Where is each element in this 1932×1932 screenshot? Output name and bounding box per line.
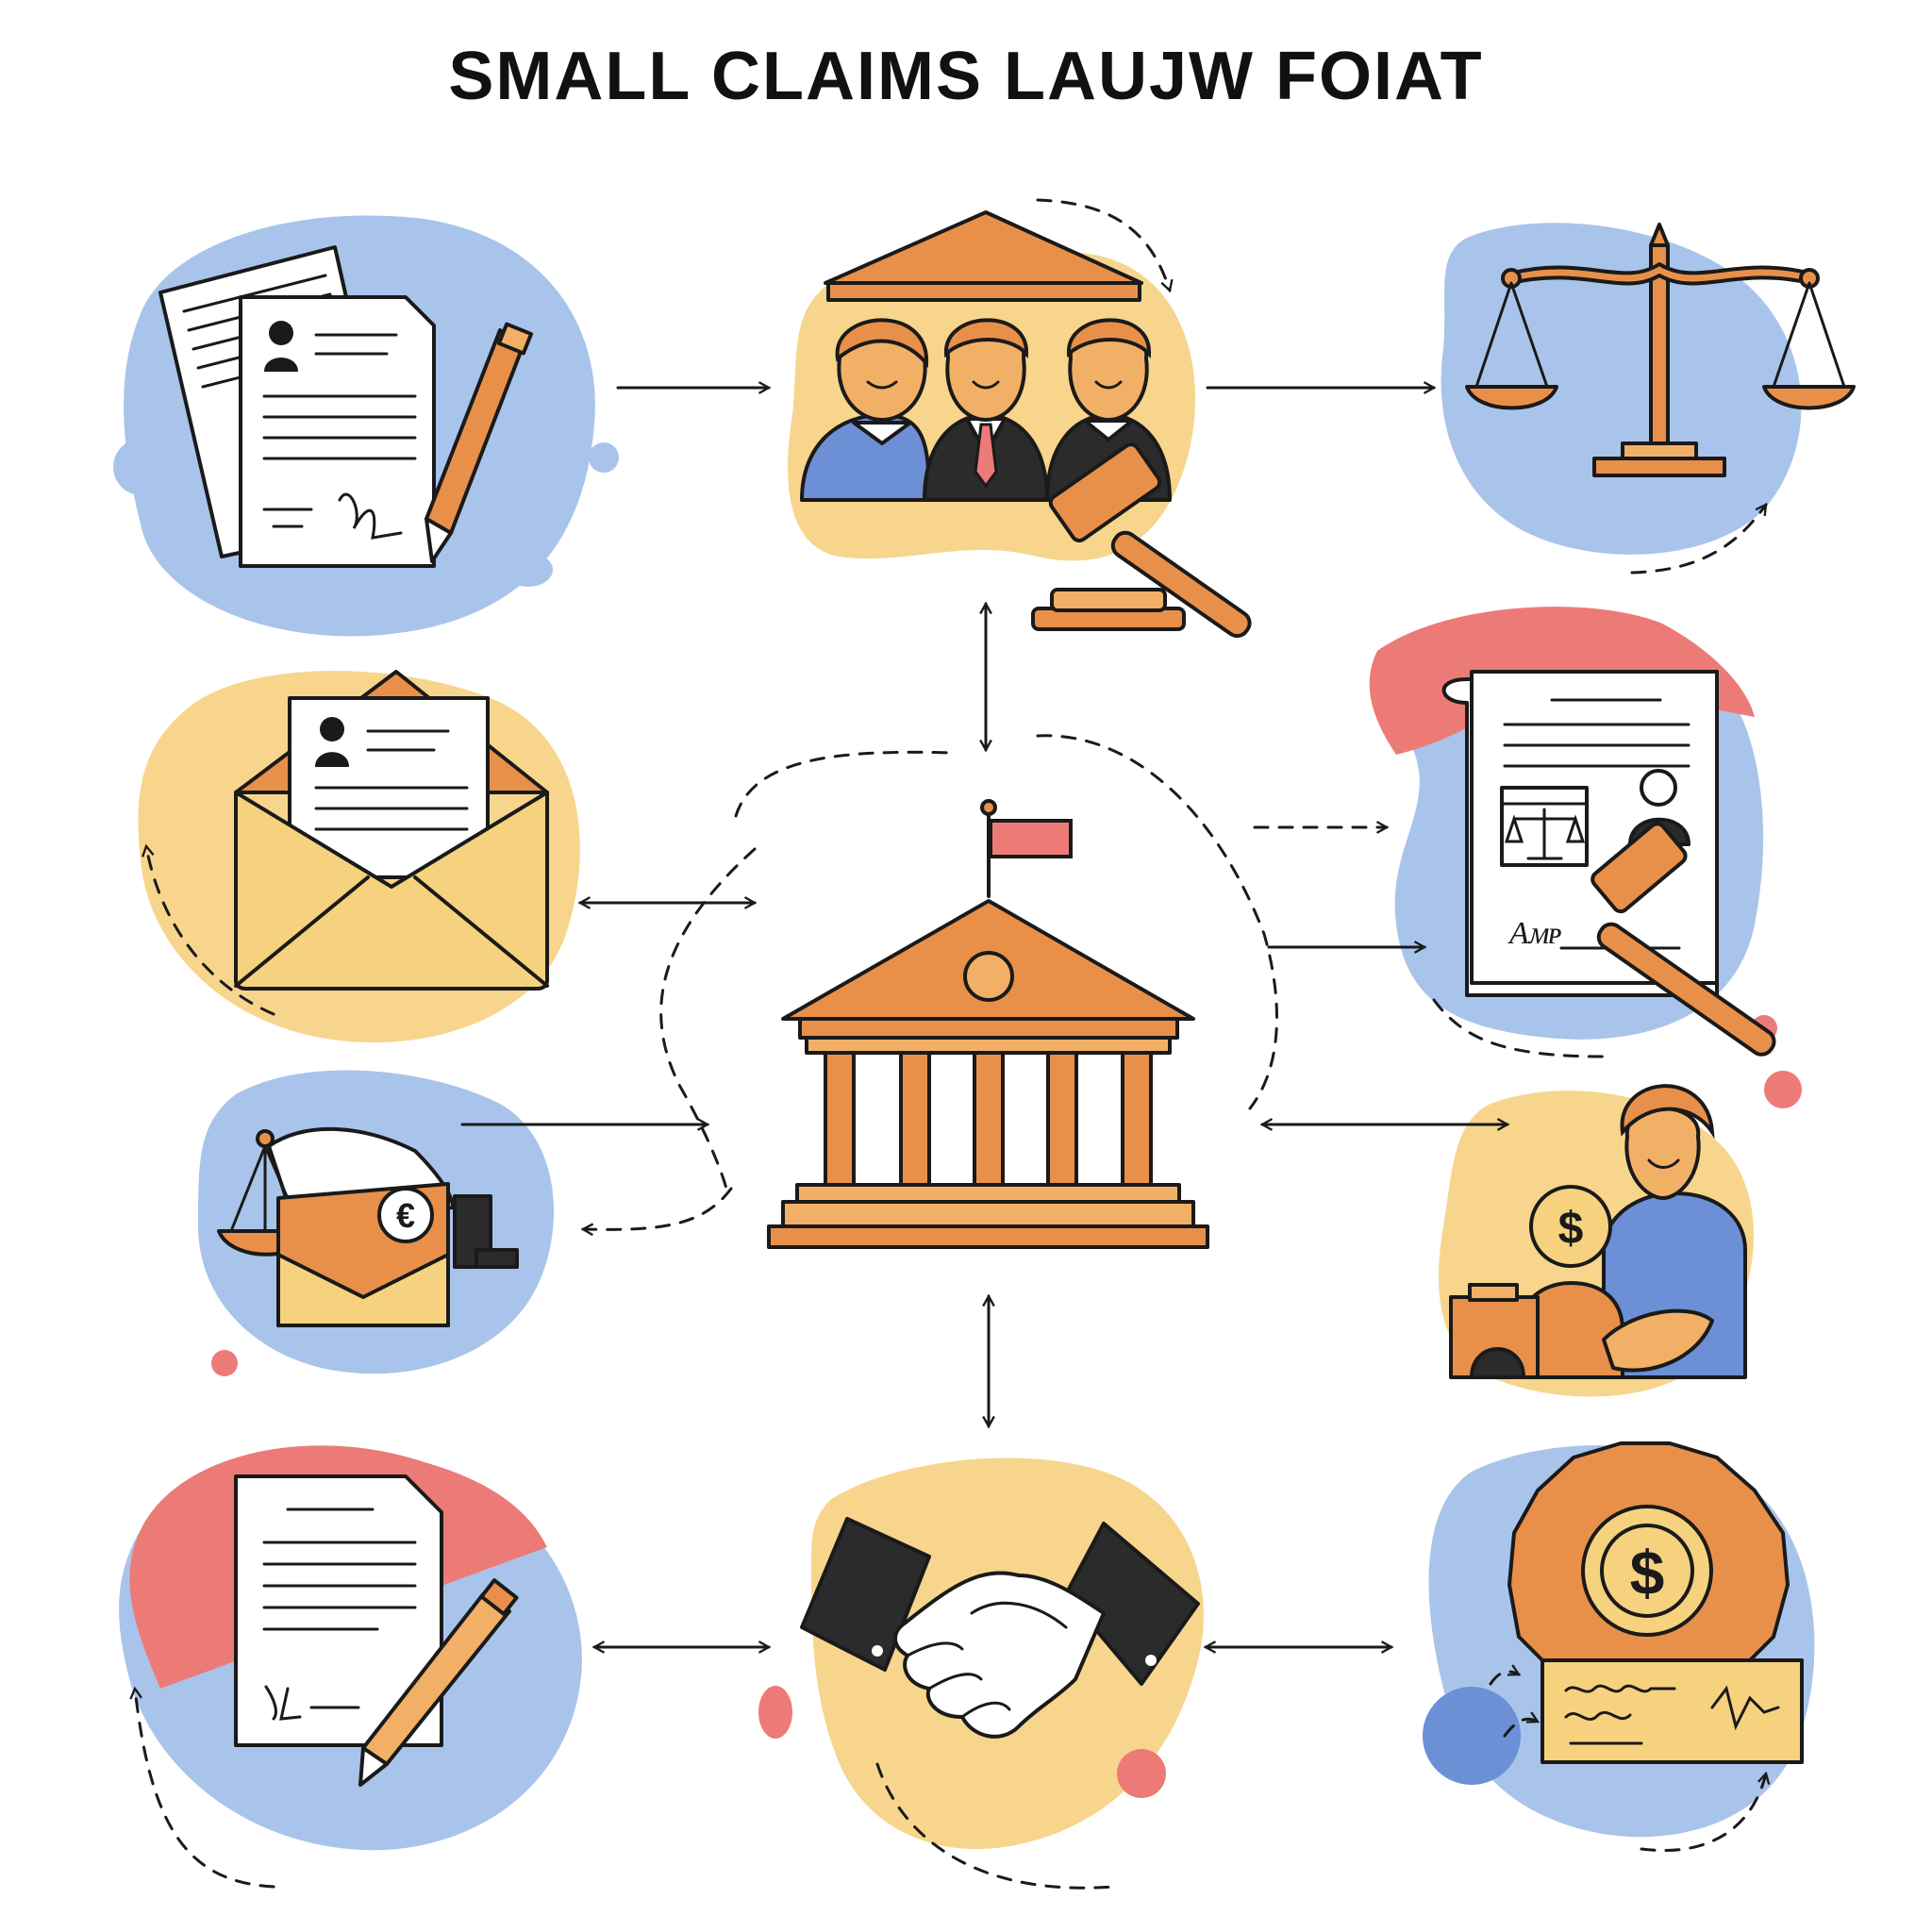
signed-document-icon: ℐd [234,1474,519,1787]
dashed-justice-loop [1630,505,1768,575]
dashed-top-curve [1036,198,1170,291]
dashed-judgment-loop [1432,998,1606,1058]
people-dollar-icon: $ [1449,1084,1747,1379]
dollar-symbol-payment: $ [1558,1204,1584,1254]
dashed-notice-loop [146,846,275,1016]
document-pen-icon: ℐ√ [158,245,534,568]
scales-envelope-euro-icon: € [217,1126,519,1327]
connectors [135,198,1768,1890]
scales-of-justice-icon [1465,223,1856,477]
handshake-icon [800,1517,1200,1739]
judges-gavel-icon [800,210,1252,639]
courthouse-icon [767,799,1209,1249]
dashed-agreement-loop [135,1689,275,1889]
dashed-collection-loop [1640,1774,1766,1852]
dashed-center-to-fees [583,1187,733,1229]
diagram-title: SMALL CLAIMS LAUJW FOIAT [448,39,1484,114]
judgment-signature: Aᴍᴘ [1507,916,1561,951]
gear-dollar-check-icon: $ [1489,1441,1804,1764]
envelope-letter-icon [234,670,549,991]
euro-symbol: € [396,1196,415,1235]
gavel-icon [1031,442,1252,639]
dollar-symbol-collection: $ [1630,1538,1665,1607]
legal-document-gavel-icon: Aᴍᴘ [1441,670,1776,1057]
judge-center-icon [923,318,1049,502]
dashed-settlement-loop [875,1762,1115,1890]
dashed-center-loop [659,734,1278,1191]
